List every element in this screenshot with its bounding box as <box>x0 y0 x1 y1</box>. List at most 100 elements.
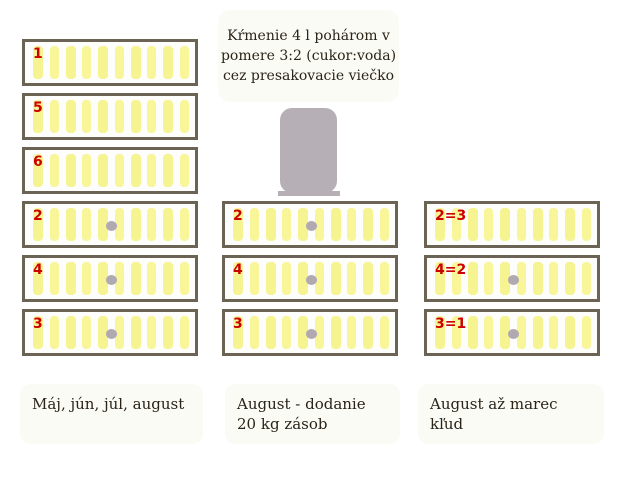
comb-frame-icon <box>298 316 309 349</box>
comb-frame-icon <box>82 208 92 241</box>
comb-frame-icon <box>98 100 109 133</box>
comb-frame-icon <box>565 316 576 349</box>
comb-frame-icon <box>130 46 141 79</box>
comb-frame-icon <box>467 316 478 349</box>
frames <box>33 262 189 295</box>
comb-frame-icon <box>265 262 276 295</box>
comb-frame-icon <box>549 208 559 241</box>
comb-frame-icon <box>179 46 189 79</box>
comb-frame-icon <box>33 154 43 187</box>
hive-box: 3 <box>22 309 198 356</box>
comb-frame-icon <box>147 154 157 187</box>
comb-frame-icon <box>265 208 276 241</box>
comb-frame-icon <box>330 262 341 295</box>
comb-frame-icon <box>65 208 76 241</box>
frames <box>33 208 189 241</box>
feeding-note: Kŕmenie 4 l pohárom v pomere 3:2 (cukor:… <box>218 10 399 102</box>
frames <box>233 262 389 295</box>
comb-frame-icon <box>82 262 92 295</box>
frames <box>233 316 389 349</box>
comb-frame-icon <box>163 262 174 295</box>
comb-frame-icon <box>147 262 157 295</box>
comb-frame-icon <box>347 208 357 241</box>
comb-frame-icon <box>114 100 124 133</box>
box-label: 4 <box>33 262 43 278</box>
comb-frame-icon <box>98 46 109 79</box>
comb-frame-icon <box>114 46 124 79</box>
comb-frame-icon <box>65 262 76 295</box>
caption-line: August až marec <box>430 395 558 413</box>
frames <box>435 208 591 241</box>
box-label: 4=2 <box>435 262 467 278</box>
note-line: pomere 3:2 (cukor:voda) <box>220 48 397 64</box>
comb-frame-icon <box>282 208 292 241</box>
comb-frame-icon <box>147 100 157 133</box>
comb-frame-icon <box>363 262 374 295</box>
queen-dot-icon <box>508 329 519 339</box>
comb-frame-icon <box>314 316 324 349</box>
caption-line: Máj, jún, júl, august <box>32 395 185 413</box>
comb-frame-icon <box>130 100 141 133</box>
comb-frame-icon <box>163 100 174 133</box>
hive-box: 2 <box>22 201 198 248</box>
comb-frame-icon <box>451 262 461 295</box>
comb-frame-icon <box>33 262 43 295</box>
hive-box: 3=1 <box>424 309 600 356</box>
frames <box>435 316 591 349</box>
comb-frame-icon <box>49 316 59 349</box>
comb-frame-icon <box>330 208 341 241</box>
comb-frame-icon <box>114 262 124 295</box>
comb-frame-icon <box>130 154 141 187</box>
box-label: 3 <box>33 316 43 332</box>
comb-frame-icon <box>33 316 43 349</box>
comb-frame-icon <box>33 100 43 133</box>
comb-frame-icon <box>379 262 389 295</box>
comb-frame-icon <box>98 262 109 295</box>
comb-frame-icon <box>451 208 461 241</box>
comb-frame-icon <box>435 208 445 241</box>
comb-frame-icon <box>435 262 445 295</box>
comb-frame-icon <box>379 208 389 241</box>
comb-frame-icon <box>65 46 76 79</box>
comb-frame-icon <box>233 208 243 241</box>
comb-frame-icon <box>147 46 157 79</box>
comb-frame-icon <box>98 316 109 349</box>
box-label: 3 <box>233 316 243 332</box>
comb-frame-icon <box>467 262 478 295</box>
comb-frame-icon <box>363 316 374 349</box>
comb-frame-icon <box>516 262 526 295</box>
caption-column-1: Máj, jún, júl, august <box>20 384 203 444</box>
comb-frame-icon <box>314 208 324 241</box>
caption-column-2: August - dodanie 20 kg zásob <box>225 384 400 444</box>
comb-frame-icon <box>49 262 59 295</box>
feeder-lid-icon <box>278 191 340 196</box>
comb-frame-icon <box>163 46 174 79</box>
comb-frame-icon <box>265 316 276 349</box>
comb-frame-icon <box>532 208 543 241</box>
hive-box: 4=2 <box>424 255 600 302</box>
comb-frame-icon <box>114 208 124 241</box>
comb-frame-icon <box>49 154 59 187</box>
comb-frame-icon <box>282 316 292 349</box>
comb-frame-icon <box>163 208 174 241</box>
hive-box: 5 <box>22 93 198 140</box>
comb-frame-icon <box>581 316 591 349</box>
queen-dot-icon <box>306 275 317 285</box>
comb-frame-icon <box>179 208 189 241</box>
caption-column-3: August až marec kľud <box>418 384 604 444</box>
comb-frame-icon <box>114 316 124 349</box>
comb-frame-icon <box>467 208 478 241</box>
frames <box>33 100 189 133</box>
comb-frame-icon <box>298 262 309 295</box>
comb-frame-icon <box>484 208 494 241</box>
comb-frame-icon <box>484 316 494 349</box>
comb-frame-icon <box>147 208 157 241</box>
comb-frame-icon <box>314 262 324 295</box>
comb-frame-icon <box>330 316 341 349</box>
comb-frame-icon <box>130 316 141 349</box>
comb-frame-icon <box>130 208 141 241</box>
comb-frame-icon <box>49 46 59 79</box>
frames <box>233 208 389 241</box>
hive-box: 6 <box>22 147 198 194</box>
frames <box>435 262 591 295</box>
